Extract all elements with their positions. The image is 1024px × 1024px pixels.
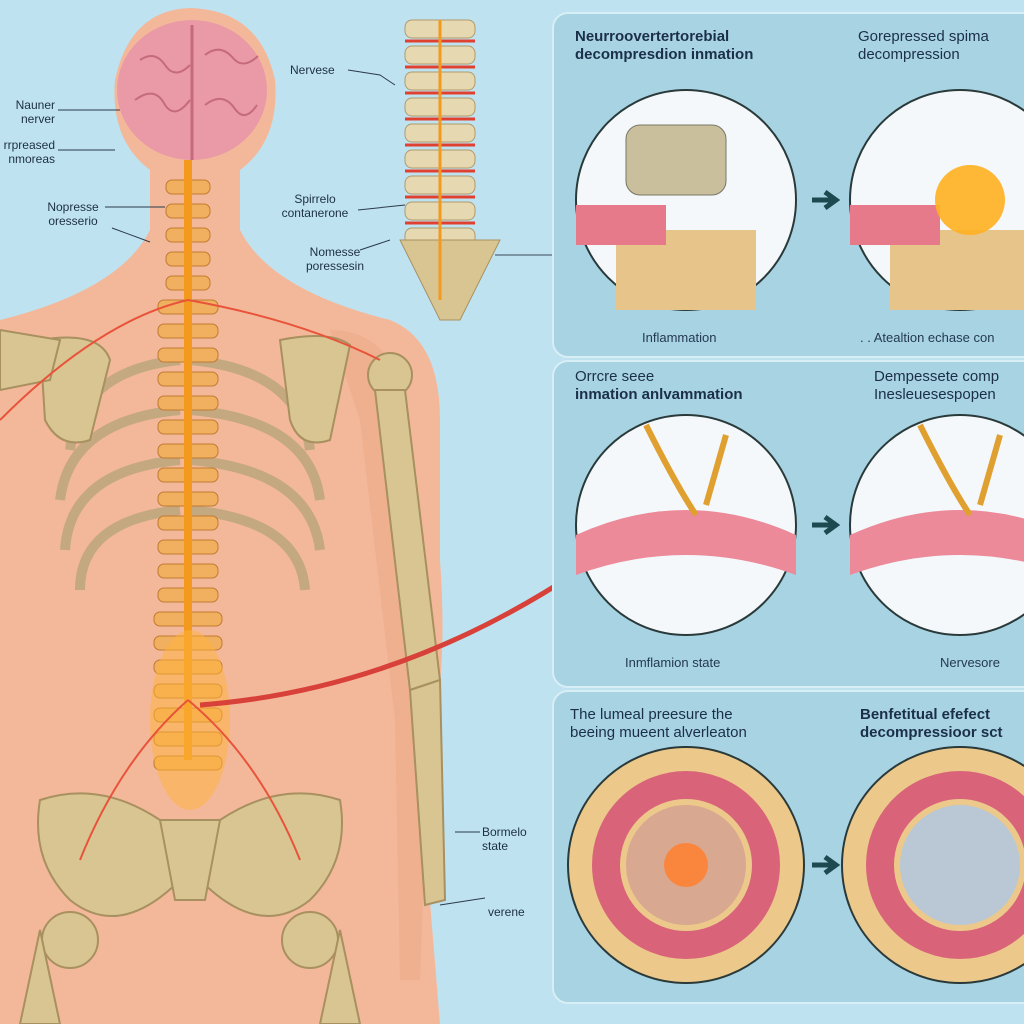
panel1-left-caption: Inflammation [642,330,717,345]
canal [900,805,1020,925]
pelvis [18,792,362,1024]
title-line: Inesleuesespopen [874,386,996,403]
label-line: Spirrelo [294,192,336,206]
label-line: Nomesse [309,245,361,259]
nerve-branch [917,423,1003,517]
title-line: Dempessete comp [874,368,1000,385]
title-line: beeing mueent alverleaton [570,724,747,741]
title-line: decompression [858,46,960,63]
label-vertebrae: verene [488,905,525,919]
title-line: The lumeal preesure the [570,706,733,723]
label-line: nmoreas [8,152,55,166]
nerve-branches [0,299,381,861]
nerve-root [576,205,666,245]
inflammation-glow [150,630,230,810]
title-line: decompressioor sct [860,724,1003,741]
disc [625,124,727,196]
label-line: Nopresse [47,200,99,214]
title-line: Gorepressed spima [858,28,989,45]
label-line: poressesin [305,259,365,273]
title-line: decompresdion inmation [575,46,754,63]
brain [117,20,267,160]
leader-lines [58,69,486,906]
scapulae [0,328,352,444]
label-line: Nauner [15,98,55,112]
label-line: Bormelo [482,825,527,839]
panel2-left-caption: Inmflamion state [625,655,721,670]
muscle-ring [866,771,1024,959]
panel1-right-caption: . . Atealtion echase con [860,330,995,345]
label-line: contanerone [281,206,349,220]
arrow-right-icon [812,514,841,536]
arrow-right-icon [812,854,841,876]
muscle-ring [592,771,780,959]
panel2-right-caption: Nervesore [940,655,1000,670]
connector-nerve-line [199,567,582,708]
label-line: rrpreased [3,138,55,152]
nerve-bundle [850,510,1024,575]
arm-bone [367,352,447,907]
label-line: oresserio [48,214,98,228]
title-line: inmation anlvammation [575,386,743,403]
label-nerve-top: Nervese [290,63,335,77]
label-line: nerver [20,112,55,126]
nerve-root [850,205,940,245]
inflammation-core [664,843,708,887]
arrow-right-icon [812,189,841,211]
title-line: Neurroovertertorebial [575,28,730,45]
title-line: Benfetitual efefect [860,706,991,723]
inflammation-burst [935,165,1005,235]
sacrum [399,239,501,321]
nerve-bundle [576,510,796,575]
label-line: state [482,839,509,853]
title-line: Orrcre seee [575,368,655,385]
nerve-branch [643,423,729,517]
spine-detail [399,19,501,321]
